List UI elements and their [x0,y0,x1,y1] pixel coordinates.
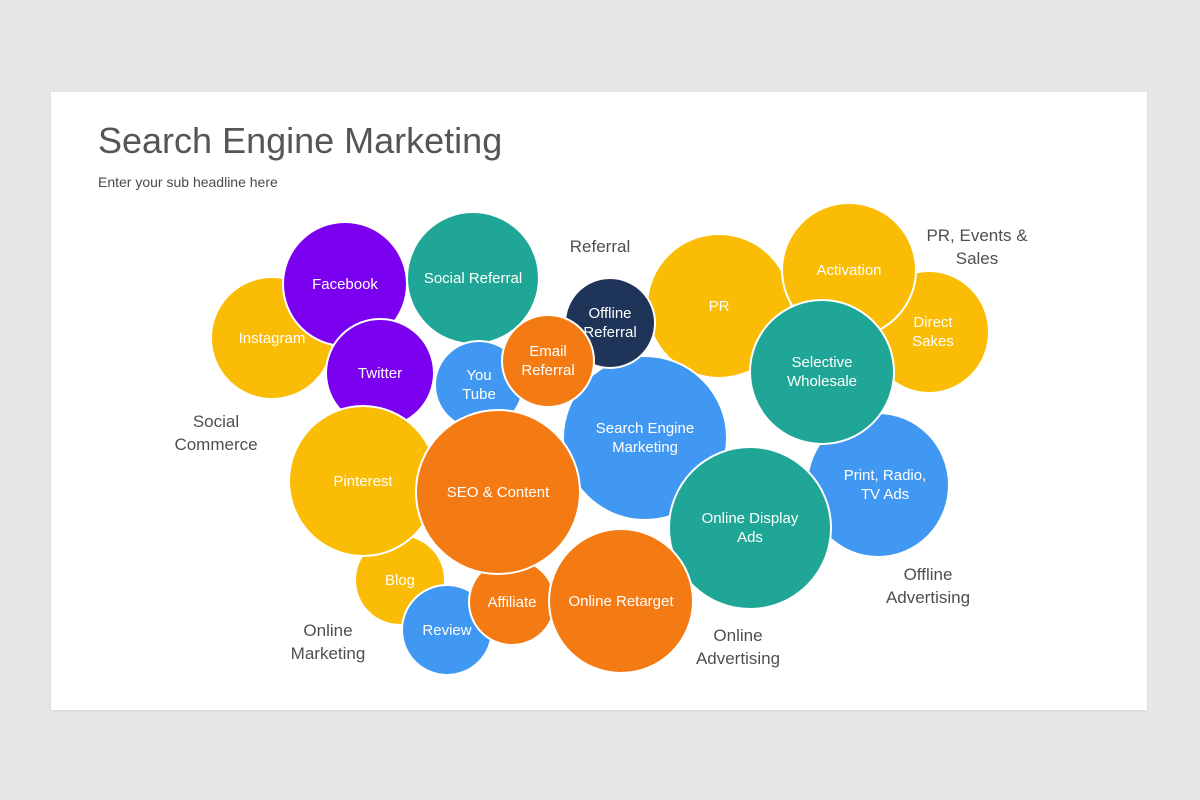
group-label-pr-events-sales: PR, Events & Sales [926,226,1028,268]
bubble-label: Activation [816,261,882,279]
group-label-social-commerce: Social Commerce [174,412,258,454]
group-label-offline-advertising: Offline Advertising [885,565,971,607]
bubble-offline-referral: Offline Referral [564,277,656,369]
group-label-online-marketing: Online Marketing [290,621,366,663]
bubble-label: Twitter [357,364,403,382]
bubble-label: Search Engine Marketing [595,420,695,456]
bubble-email-referral: Email Referral [501,314,595,408]
bubble-selective-wholesale: Selective Wholesale [749,299,895,445]
bubble-label: Offline Referral [583,305,637,341]
slide-subtitle: Enter your sub headline here [98,174,278,190]
bubble-label: PR [708,297,730,315]
bubble-label: Print, Radio, TV Ads [843,467,927,503]
bubble-label: Online Retarget [568,592,674,610]
bubble-seo-content: SEO & Content [415,409,581,575]
bubble-online-display-ads: Online Display Ads [668,446,832,610]
slide-title: Search Engine Marketing [98,120,503,161]
bubble-label: Pinterest [333,472,393,490]
bubble-label: Direct Sakes [912,314,954,350]
bubble-social-referral: Social Referral [406,211,540,345]
bubble-label: Social Referral [423,269,523,287]
group-label-online-advertising: Online Advertising [695,626,781,668]
bubble-label: Online Display Ads [701,510,799,546]
bubble-label: Blog [384,571,416,589]
bubble-label: Email Referral [521,343,575,379]
bubble-label: Selective Wholesale [786,354,858,390]
bubble-label: SEO & Content [446,483,550,501]
bubble-online-retarget: Online Retarget [548,528,694,674]
bubble-label: Affiliate [487,593,537,611]
bubble-label: You Tube [462,367,496,403]
bubble-label: Review [422,621,472,639]
bubble-label: Instagram [238,329,306,347]
group-label-referral: Referral [569,237,631,256]
bubble-label: Facebook [312,275,378,293]
